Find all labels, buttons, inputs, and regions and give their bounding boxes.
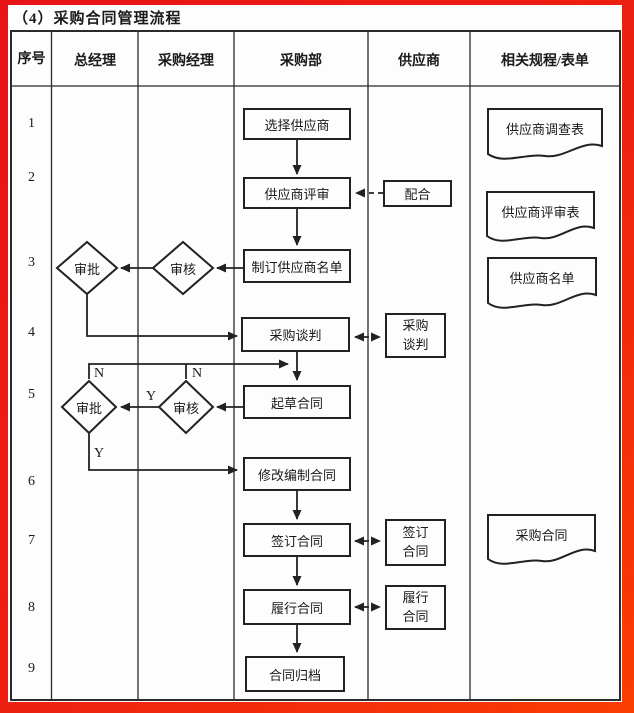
dashed-links — [354, 188, 383, 612]
column-header-purchasing-dept: 采购部 — [280, 54, 322, 69]
process-archive-contract: 合同归档 — [245, 656, 345, 692]
branch-label-y-approve: Y — [94, 446, 105, 461]
swimlane-grid — [10, 30, 621, 701]
decision-approve-row5-label: 审批 — [75, 400, 102, 416]
process-make-supplier-list: 制订供应商名单 — [243, 249, 351, 283]
process-revise-contract: 修改编制合同 — [243, 457, 351, 491]
diamond-approve-row5 — [60, 379, 118, 435]
process-select-supplier: 选择供应商 — [243, 108, 351, 140]
row-number-7: 7 — [28, 533, 35, 548]
row-number-8: 8 — [28, 600, 35, 615]
document-review-form-label: 供应商评审表 — [501, 204, 580, 220]
document-shapes — [486, 108, 603, 565]
row-number-3: 3 — [28, 255, 35, 270]
row-number-1: 1 — [28, 116, 35, 131]
process-perform-contract: 履行合同 — [243, 589, 351, 625]
process-supplier-review: 供应商评审 — [243, 177, 351, 209]
branch-label-n-approve: N — [94, 366, 105, 381]
page-title: （4）采购合同管理流程 — [13, 11, 182, 27]
column-header-supplier: 供应商 — [398, 54, 440, 69]
document-review-form — [486, 191, 595, 242]
column-header-general-manager: 总经理 — [74, 54, 116, 69]
row-number-9: 9 — [28, 661, 35, 676]
row-number-5: 5 — [28, 387, 35, 402]
document-survey-form-label: 供应商调查表 — [505, 121, 584, 137]
column-header-related-forms: 相关规程/表单 — [501, 54, 589, 69]
column-header-purchasing-manager: 采购经理 — [158, 54, 214, 69]
row-number-6: 6 — [28, 474, 35, 489]
diamond-review-row5 — [157, 379, 215, 435]
supplier-node-perform: 履行 合同 — [385, 585, 446, 630]
process-purchase-negotiation: 采购谈判 — [241, 317, 350, 352]
supplier-node-negotiation: 采购 谈判 — [385, 313, 446, 358]
document-supplier-list-label: 供应商名单 — [509, 270, 575, 286]
table-outer-border — [10, 30, 621, 701]
connector-shenpi3-to-negotiation — [86, 294, 238, 341]
decision-review-row3-label: 审核 — [169, 261, 196, 277]
branch-label-y-review: Y — [146, 389, 157, 404]
column-header-no: 序号 — [17, 51, 46, 67]
document-survey-form — [487, 108, 603, 160]
connector-n-return-line — [88, 359, 289, 379]
connector-y-to-revise — [88, 433, 238, 475]
supplier-node-sign: 签订 合同 — [385, 519, 446, 566]
document-supplier-list — [487, 257, 597, 309]
connectors — [86, 140, 302, 653]
supplier-node-cooperate: 配合 — [383, 180, 452, 207]
decision-approve-row3-label: 审批 — [73, 261, 100, 277]
document-purchase-contract-label: 采购合同 — [515, 527, 568, 543]
row-number-4: 4 — [28, 325, 35, 340]
decision-review-row5-label: 审核 — [172, 400, 199, 416]
process-draft-contract: 起草合同 — [243, 385, 351, 419]
decision-diamonds — [55, 240, 215, 435]
document-purchase-contract — [487, 514, 596, 565]
diamond-approve-row3 — [55, 240, 119, 296]
diamond-review-row3 — [151, 240, 215, 296]
process-sign-contract: 签订合同 — [243, 523, 351, 557]
row-number-2: 2 — [28, 170, 35, 185]
branch-label-n-review: N — [192, 366, 203, 381]
